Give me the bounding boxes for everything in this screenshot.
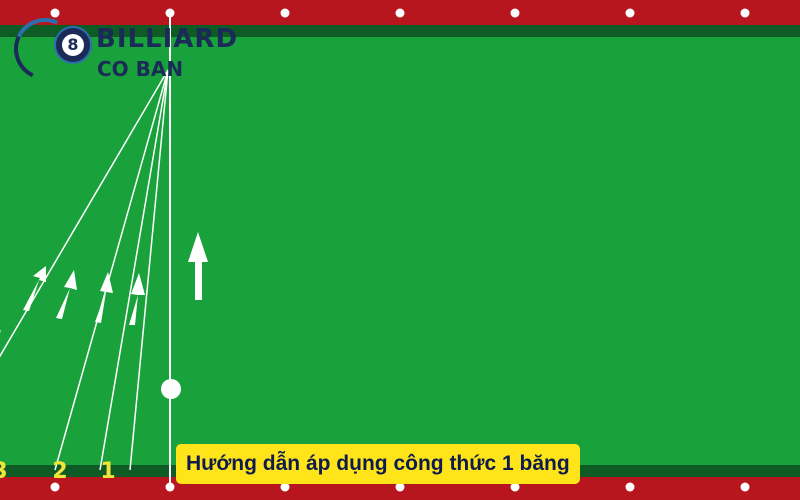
- top-rail-diamond: [50, 8, 60, 18]
- path-line-1: [129, 69, 169, 471]
- top-rail-diamond: [280, 8, 290, 18]
- eight-ball-icon: 8: [54, 26, 92, 64]
- bottom-rail-diamond: [50, 482, 60, 492]
- arrow-down-left-4: [129, 273, 145, 325]
- arrow-down-left-1: [23, 266, 46, 311]
- bottom-rail-diamond: [510, 482, 520, 492]
- direction-arrows: [23, 232, 208, 325]
- bank-shot-paths: [0, 12, 171, 488]
- label-2: 2: [52, 459, 67, 484]
- caption-banner: Hướng dẫn áp dụng công thức 1 băng: [176, 444, 580, 484]
- diamond-number-labels: 3 2 1: [0, 459, 116, 484]
- label-3: 3: [0, 459, 8, 484]
- bottom-rail-diamond: [395, 482, 405, 492]
- top-rail-diamond: [740, 8, 750, 18]
- arrow-down-left-2: [56, 270, 77, 319]
- bottom-rail-diamond: [625, 482, 635, 492]
- top-rail-diamond: [510, 8, 520, 18]
- bottom-rail-diamond: [280, 482, 290, 492]
- path-line-3: [54, 69, 169, 471]
- rail-diamonds: [50, 8, 750, 492]
- cue-ball: [161, 379, 181, 399]
- path-line-4: [0, 69, 169, 358]
- path-line-2: [99, 69, 169, 471]
- eight-ball-number: 8: [62, 34, 84, 56]
- table-cloth: [0, 37, 800, 465]
- logo-title: BILLIARD: [96, 24, 239, 54]
- arrow-down-left-3: [95, 272, 113, 323]
- arrow-up: [188, 232, 208, 300]
- top-rail-diamond: [395, 8, 405, 18]
- top-rail-diamond: [625, 8, 635, 18]
- label-1: 1: [100, 459, 115, 484]
- logo-subtitle: CO BAN: [97, 57, 184, 81]
- bottom-rail-diamond: [740, 482, 750, 492]
